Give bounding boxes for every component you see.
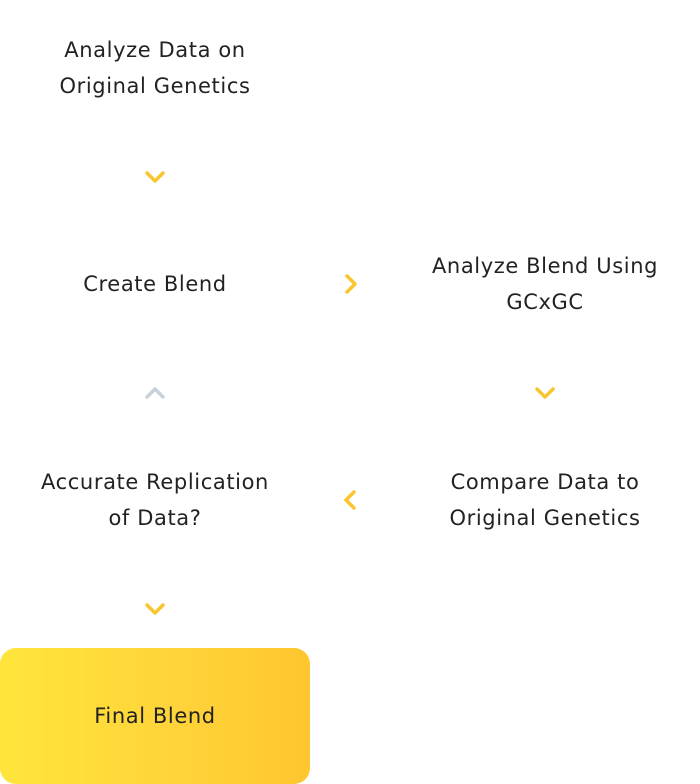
step-text-line: Analyze Data on xyxy=(64,38,246,62)
step-text-line: of Data? xyxy=(108,506,202,530)
chevron-down-icon xyxy=(532,380,558,406)
step-text-line: GCxGC xyxy=(506,290,584,314)
chevron-down-icon xyxy=(142,164,168,190)
final-blend-label: Final Blend xyxy=(94,704,216,728)
step-compare-data: Compare Data to Original Genetics xyxy=(390,464,700,536)
chevron-left-icon xyxy=(337,487,363,513)
chevron-right-icon xyxy=(338,271,364,297)
final-blend-box: Final Blend xyxy=(0,648,310,784)
chevron-up-icon xyxy=(142,380,168,406)
step-text-line: Compare Data to xyxy=(450,470,640,494)
step-text-line: Analyze Blend Using xyxy=(431,254,659,278)
step-text-line: Create Blend xyxy=(83,272,227,296)
step-create-blend: Create Blend xyxy=(0,266,310,302)
step-analyze-blend-gcxgc: Analyze Blend Using GCxGC xyxy=(390,248,700,320)
step-analyze-original-genetics: Analyze Data on Original Genetics xyxy=(0,32,310,104)
step-accurate-replication: Accurate Replication of Data? xyxy=(0,464,310,536)
chevron-down-icon xyxy=(142,596,168,622)
step-text-line: Accurate Replication xyxy=(41,470,269,494)
step-text-line: Original Genetics xyxy=(449,506,641,530)
step-text-line: Original Genetics xyxy=(59,74,251,98)
